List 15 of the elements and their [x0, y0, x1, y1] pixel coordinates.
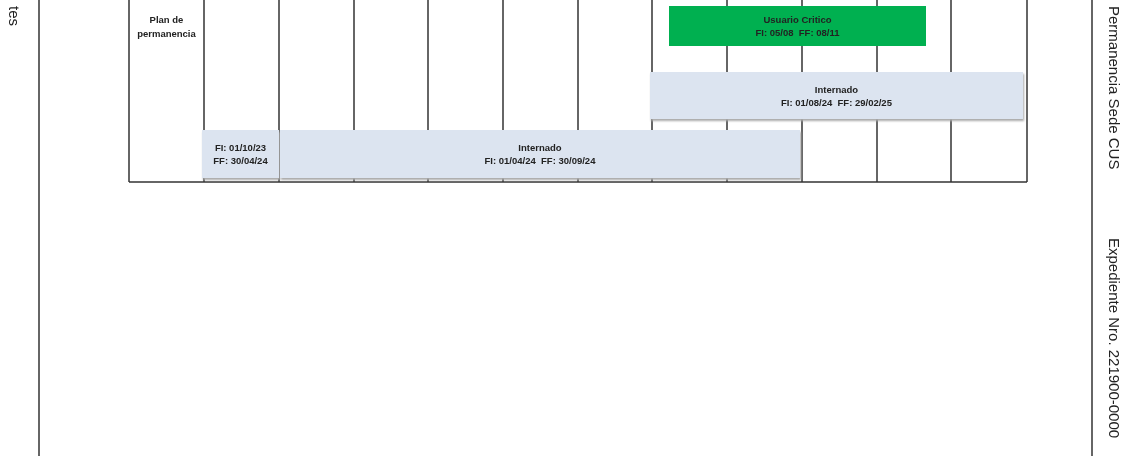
task-bar: [650, 72, 1023, 119]
date-range: FI: 05/08 FF: 08/11: [755, 26, 840, 39]
date-range: FI: 01/08/24 FF: 29/02/25: [781, 95, 892, 109]
side-note: tes: [6, 6, 23, 26]
task-bar: [669, 6, 926, 46]
side-note: Permanencia Sede CUS: [1106, 6, 1123, 170]
task-bar: [202, 130, 279, 178]
row-header: Plan de permanencia: [136, 13, 197, 41]
file-number: Expediente Nro. 221900-0000: [1106, 238, 1123, 439]
date-range: FI: 01/10/23 FF: 30/04/24: [212, 141, 269, 167]
bar-title: Usuario Critico: [763, 13, 832, 26]
task-bar: [280, 130, 800, 178]
date-range: FI: 01/04/24 FF: 30/09/24: [484, 154, 596, 167]
bar-title: Internado: [814, 82, 859, 96]
bar-title: Internado: [518, 141, 562, 154]
